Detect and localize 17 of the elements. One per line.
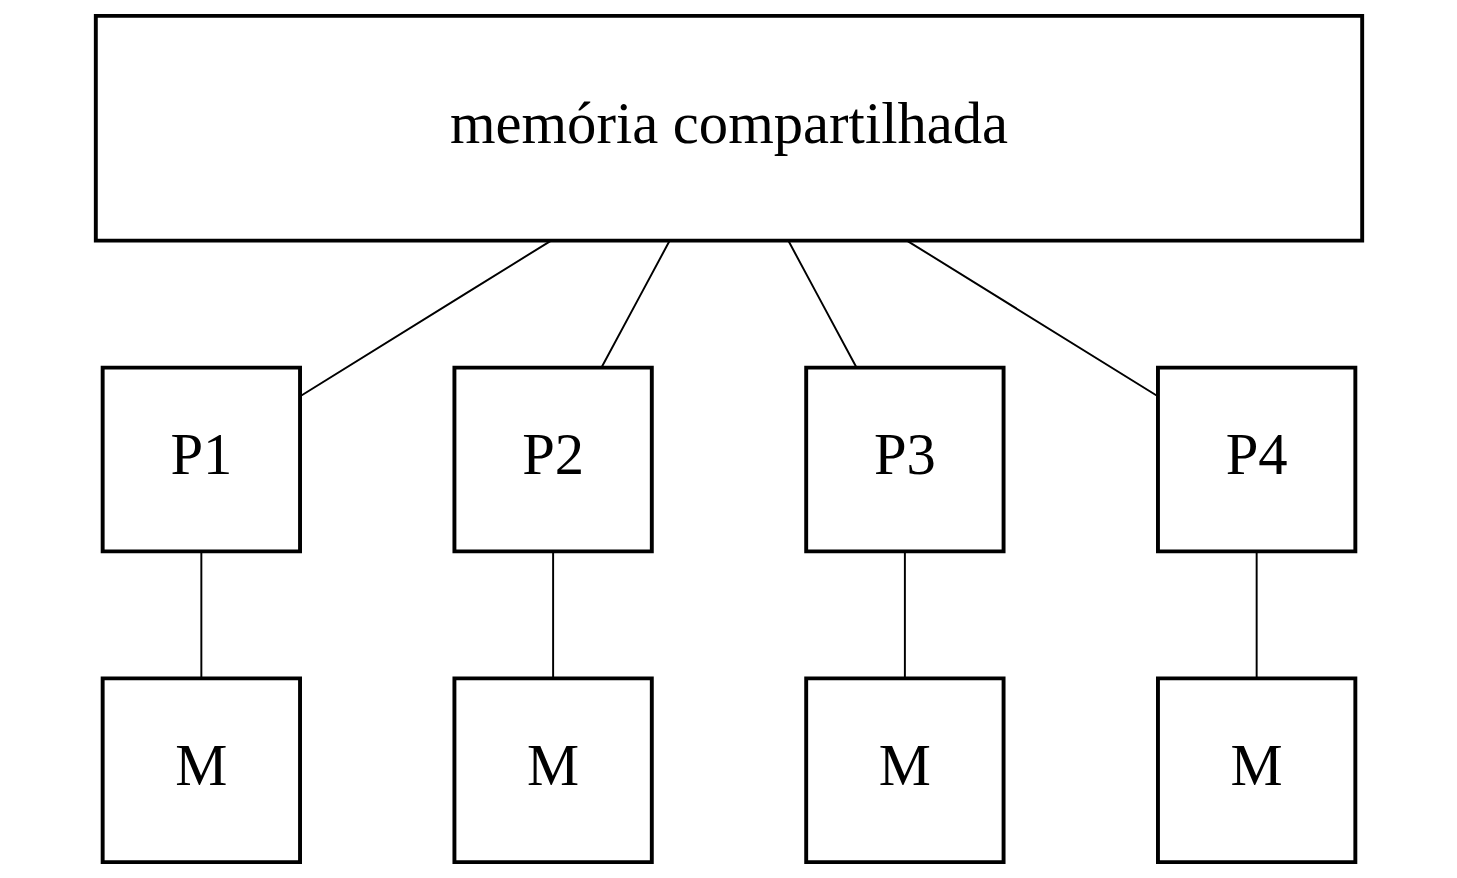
node-box: M — [1155, 676, 1357, 865]
connector — [906, 240, 1158, 397]
node-box: M — [803, 676, 1006, 865]
node-box: P1 — [100, 365, 302, 554]
connector — [299, 240, 551, 397]
connector — [600, 240, 670, 369]
connector — [199, 550, 202, 679]
node-box: memória compartilhada — [93, 13, 1364, 243]
node-box: P2 — [451, 365, 654, 554]
node-box: M — [100, 676, 302, 865]
node-box: P3 — [803, 365, 1006, 554]
connector — [903, 550, 906, 679]
connector — [551, 550, 554, 679]
node-box: M — [451, 676, 654, 865]
node-box: P4 — [1155, 365, 1357, 554]
connector — [1255, 550, 1258, 679]
connector — [787, 240, 857, 369]
